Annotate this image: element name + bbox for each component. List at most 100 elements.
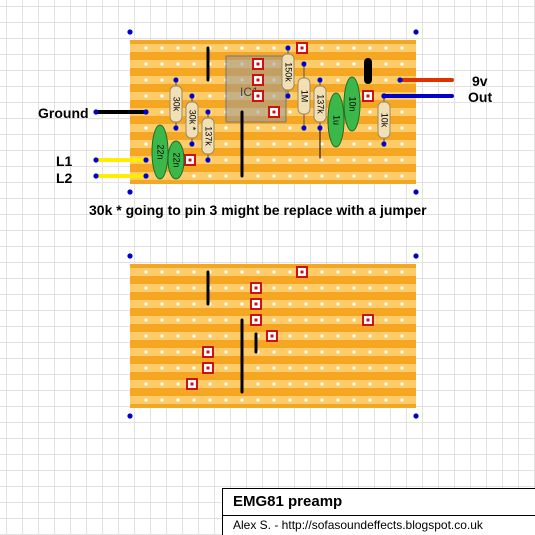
board-hole: [144, 302, 148, 306]
board-hole: [384, 46, 388, 50]
board-hole: [336, 62, 340, 66]
board-hole: [352, 350, 356, 354]
lead-dot: [381, 93, 387, 99]
board-hole: [256, 366, 260, 370]
board-hole: [288, 334, 292, 338]
board-hole: [256, 382, 260, 386]
board-hole: [208, 334, 212, 338]
board-hole: [192, 62, 196, 66]
board-hole: [208, 382, 212, 386]
board-hole: [144, 398, 148, 402]
track-cut-hole: [206, 366, 210, 370]
board-hole: [208, 318, 212, 322]
board-hole: [160, 302, 164, 306]
board-hole: [144, 270, 148, 274]
track-cut-hole: [254, 318, 258, 322]
board-hole: [224, 382, 228, 386]
board-hole: [272, 366, 276, 370]
board-hole: [304, 350, 308, 354]
board-hole: [320, 286, 324, 290]
circuit-title: EMG81 preamp: [233, 493, 343, 510]
board-hole: [192, 46, 196, 50]
board-hole: [176, 302, 180, 306]
board-corner-marker: [127, 29, 133, 35]
capacitor-10n-body: [343, 76, 361, 132]
board-hole: [400, 318, 404, 322]
board-hole: [240, 302, 244, 306]
board-hole: [416, 158, 420, 162]
board-hole: [400, 126, 404, 130]
track-cut-hole: [206, 350, 210, 354]
lead-dot: [143, 109, 149, 115]
board-hole: [320, 174, 324, 178]
board-hole: [144, 62, 148, 66]
board-hole: [272, 142, 276, 146]
lead-dot: [205, 157, 211, 163]
board-hole: [256, 174, 260, 178]
board-hole: [288, 158, 292, 162]
board-hole: [288, 110, 292, 114]
board-hole: [416, 302, 420, 306]
board-hole: [336, 350, 340, 354]
board-hole: [352, 158, 356, 162]
board-hole: [160, 62, 164, 66]
board-hole: [192, 334, 196, 338]
board-hole: [304, 398, 308, 402]
lead-dot: [189, 141, 195, 147]
board-hole: [272, 302, 276, 306]
board-hole: [304, 334, 308, 338]
board-hole: [416, 110, 420, 114]
board-hole: [336, 334, 340, 338]
board-hole: [144, 78, 148, 82]
board-hole: [224, 158, 228, 162]
board-hole: [272, 318, 276, 322]
board-hole: [224, 398, 228, 402]
resistor-30k-star-body: [185, 101, 199, 139]
board-hole: [416, 142, 420, 146]
board-hole: [400, 286, 404, 290]
board-hole: [384, 158, 388, 162]
capacitor-10n-value: 10n: [348, 96, 358, 111]
board-hole: [288, 382, 292, 386]
board-hole: [144, 366, 148, 370]
board-hole: [272, 46, 276, 50]
board-corner-marker: [413, 189, 419, 195]
lead-dot: [205, 109, 211, 115]
board-hole: [352, 318, 356, 322]
board-hole: [384, 398, 388, 402]
board-hole: [400, 270, 404, 274]
board-hole: [416, 62, 420, 66]
board-hole: [368, 110, 372, 114]
board-hole: [192, 318, 196, 322]
board-hole: [176, 270, 180, 274]
board-hole: [416, 334, 420, 338]
board-hole: [336, 174, 340, 178]
board-hole: [160, 286, 164, 290]
title-divider: [223, 515, 535, 516]
board-hole: [272, 286, 276, 290]
board-hole: [320, 382, 324, 386]
board-hole: [400, 158, 404, 162]
board-hole: [336, 286, 340, 290]
board-hole: [368, 270, 372, 274]
board-hole: [320, 46, 324, 50]
lead-dot: [93, 173, 99, 179]
lead-dot: [285, 45, 291, 51]
board-hole: [320, 398, 324, 402]
board-hole: [160, 382, 164, 386]
board-hole: [192, 302, 196, 306]
board-hole: [416, 318, 420, 322]
board-hole: [384, 174, 388, 178]
lead-dot: [301, 61, 307, 67]
board-hole: [288, 366, 292, 370]
board-hole: [176, 366, 180, 370]
board-hole: [352, 366, 356, 370]
lead-dot: [143, 157, 149, 163]
board-corner-marker: [127, 413, 133, 419]
board-hole: [160, 270, 164, 274]
board-hole: [352, 174, 356, 178]
board-hole: [400, 174, 404, 178]
board-hole: [160, 334, 164, 338]
capacitor-22n-a-body: [151, 124, 169, 180]
